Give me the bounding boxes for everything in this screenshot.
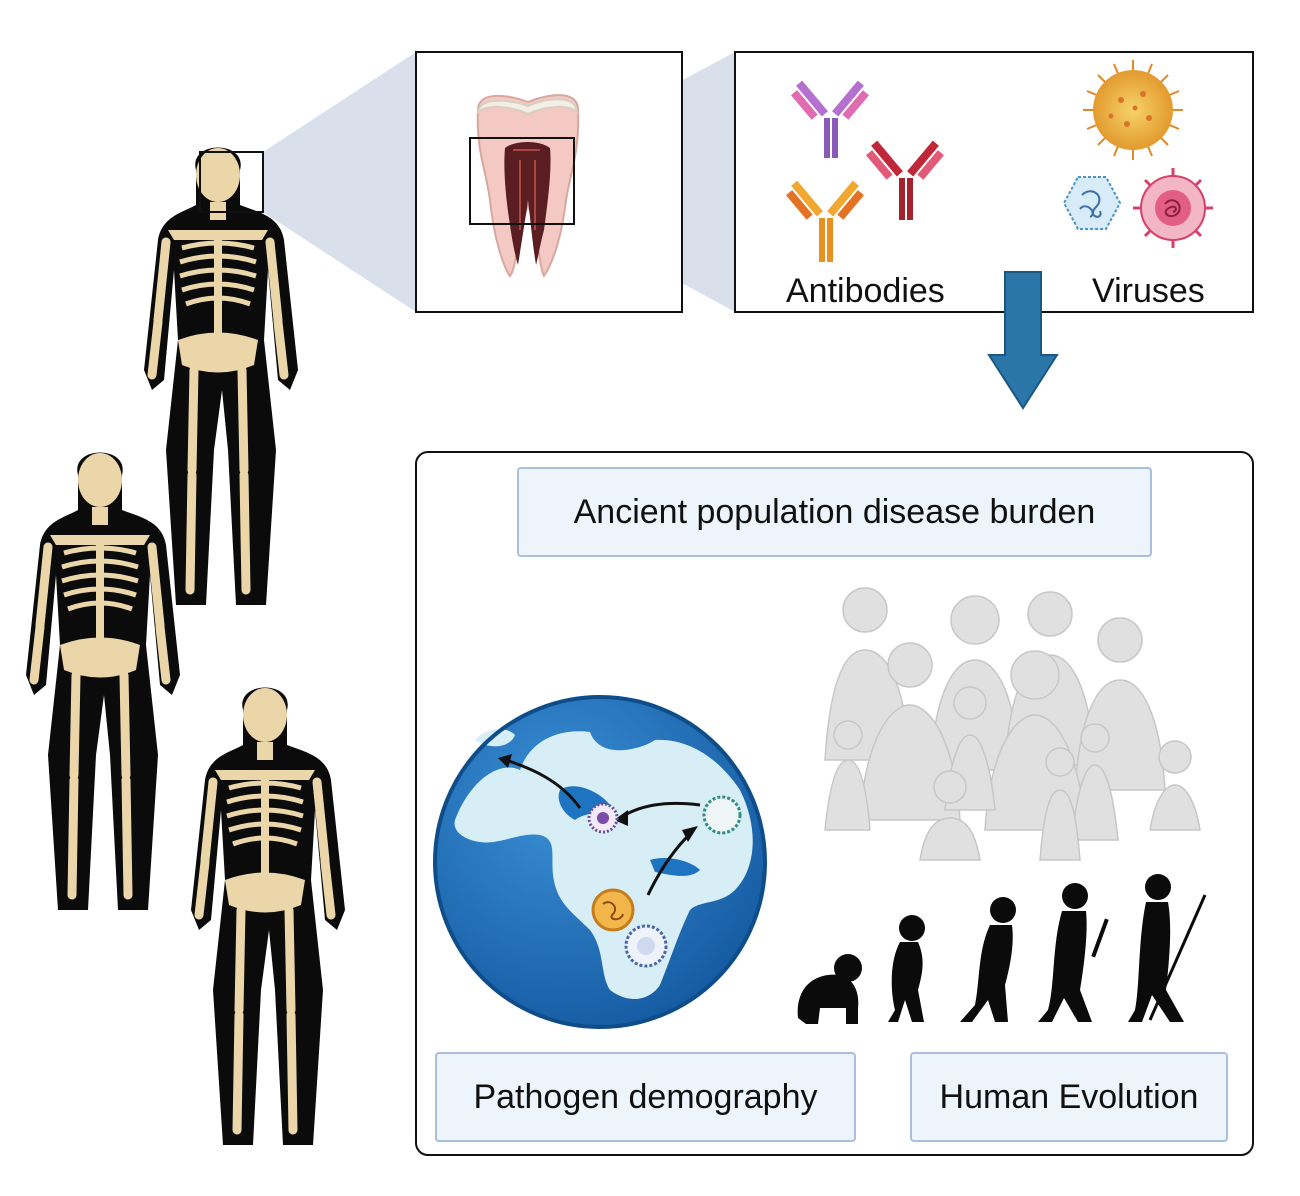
antibodies-label: Antibodies: [786, 272, 945, 310]
antibody-icon-orange: [785, 180, 865, 262]
evolution-silhouettes-icon: [797, 874, 1207, 1024]
pathogen-demography-label: Pathogen demography: [473, 1077, 818, 1116]
pathogen-icon-africa-blue: [624, 924, 668, 968]
skeleton-figure-top: [144, 147, 298, 605]
tooth-icon: [476, 94, 580, 278]
skeleton-figure-bottom: [191, 687, 345, 1145]
antibody-icon-red: [865, 140, 945, 220]
pathogen-icon-europe: [587, 802, 619, 834]
pathogen-icon-asia: [702, 795, 742, 835]
pathogen-icon-africa-orange: [591, 888, 635, 932]
antibody-icon-purple: [790, 80, 870, 158]
population-group-icon: [824, 587, 1201, 861]
virus-icon-orange: [1083, 60, 1183, 160]
virus-icon-hexagon: [1062, 176, 1122, 230]
modern-human-silhouette-icon: [1128, 874, 1207, 1022]
neanderthal-silhouette-icon: [1038, 883, 1109, 1022]
zoom-wedge-skull-to-tooth: [263, 52, 416, 312]
virus-icon-pink: [1133, 168, 1213, 248]
early-hominin-silhouette-icon: [888, 915, 925, 1022]
disease-burden-label: Ancient population disease burden: [573, 492, 1096, 531]
skeleton-icon: [191, 687, 345, 1145]
skeleton-icon: [144, 147, 298, 605]
human-evolution-label: Human Evolution: [939, 1077, 1199, 1116]
flow-arrow-icon: [987, 271, 1059, 410]
archaic-human-silhouette-icon: [960, 897, 1016, 1022]
tooth-pulp-zoom-marker: [469, 137, 575, 225]
disease-burden-label-box: Ancient population disease burden: [517, 467, 1152, 557]
globe-icon: [433, 695, 767, 1029]
chimp-silhouette-icon: [797, 954, 862, 1024]
human-evolution-label-box: Human Evolution: [910, 1052, 1228, 1142]
pathogen-demography-label-box: Pathogen demography: [435, 1052, 856, 1142]
skull-zoom-marker: [199, 151, 264, 213]
viruses-label: Viruses: [1092, 272, 1205, 310]
skeleton-figure-middle: [26, 452, 180, 910]
skeleton-icon: [26, 452, 180, 910]
